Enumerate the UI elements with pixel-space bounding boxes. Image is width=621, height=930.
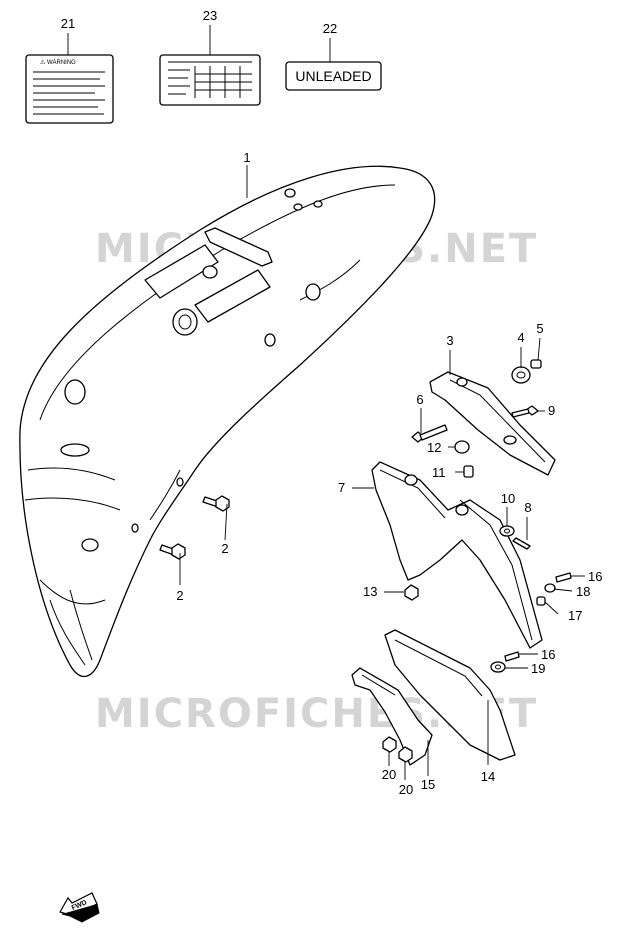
callout-4: 4	[517, 330, 524, 345]
callouts: 21 23 22 1 2 2 3 4 5 6 7 8 9 10 11 12 13…	[61, 8, 603, 797]
rear-fender	[19, 165, 436, 678]
collar-11	[463, 465, 474, 478]
mud-flap	[384, 629, 516, 761]
collar	[511, 366, 531, 384]
unleaded-label-part: UNLEADED	[285, 61, 382, 91]
washer-18	[544, 583, 556, 593]
screw-8	[512, 537, 531, 550]
unleaded-label-text: UNLEADED	[295, 68, 371, 84]
callout-18: 18	[576, 584, 590, 599]
callout-20-left: 20	[382, 767, 396, 782]
callout-17: 17	[568, 608, 582, 623]
nut	[530, 359, 542, 369]
callout-7: 7	[338, 480, 345, 495]
callout-19: 19	[531, 661, 545, 676]
callout-23: 23	[203, 8, 217, 23]
callout-2-lower: 2	[176, 588, 183, 603]
nut-20-right	[398, 746, 413, 763]
washer-19	[490, 661, 506, 673]
warning-label-part: ⚠ WARNING	[25, 54, 114, 124]
callout-8: 8	[524, 500, 531, 515]
callout-14: 14	[481, 769, 495, 784]
callout-21: 21	[61, 16, 75, 31]
spec-label-part	[159, 54, 261, 106]
washer-10	[499, 525, 515, 537]
flap-bracket	[351, 667, 433, 766]
collar-17	[536, 596, 546, 606]
warning-label-text: ⚠ WARNING	[40, 59, 76, 66]
callout-2-upper: 2	[221, 541, 228, 556]
callout-6: 6	[416, 392, 423, 407]
callout-5: 5	[536, 321, 543, 336]
callout-22: 22	[323, 21, 337, 36]
nut-12	[454, 440, 470, 454]
bolt-2-upper	[202, 495, 230, 512]
bolt-2-lower	[159, 543, 186, 560]
mounting-bracket	[429, 371, 556, 476]
license-bracket	[371, 461, 543, 649]
screw-16-lower	[504, 651, 520, 662]
callout-11: 11	[432, 465, 446, 480]
callout-15: 15	[421, 777, 435, 792]
leader-lines	[67, 25, 585, 780]
bolt-6	[411, 424, 448, 443]
callout-16-upper: 16	[588, 569, 602, 584]
callout-12: 12	[427, 440, 441, 455]
nut-13	[404, 584, 419, 601]
callout-10: 10	[501, 491, 515, 506]
callout-3: 3	[446, 333, 453, 348]
screw-16-upper	[555, 572, 572, 583]
nut-20-left	[382, 736, 397, 753]
bolt-9	[511, 405, 539, 418]
callout-1: 1	[243, 150, 250, 165]
callout-20-right: 20	[399, 782, 413, 797]
callout-16-lower: 16	[541, 647, 555, 662]
callout-13: 13	[363, 584, 377, 599]
fwd-arrow-icon: FWD	[59, 892, 100, 923]
callout-9: 9	[548, 403, 555, 418]
